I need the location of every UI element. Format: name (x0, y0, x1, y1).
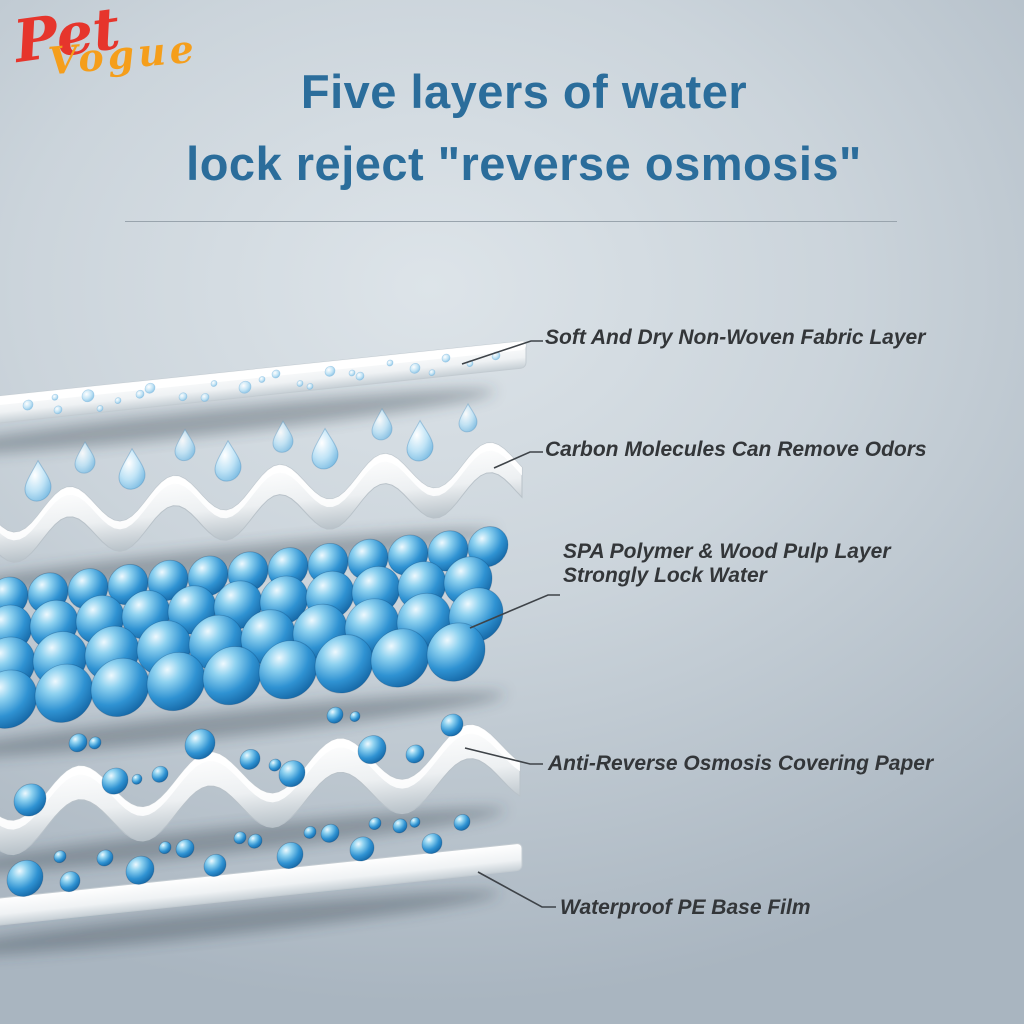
leader-line-2 (493, 451, 543, 469)
layer1-nonwoven-sheet (0, 340, 527, 425)
label-layer-3: SPA Polymer & Wood Pulp Layer Strongly L… (563, 540, 891, 588)
page-title-line1: Five layers of water (300, 65, 748, 118)
leader-line-3 (469, 594, 560, 629)
leader-line-5 (477, 871, 556, 908)
label-layer-4: Anti-Reverse Osmosis Covering Paper (548, 752, 934, 775)
label-layer-3-line1: SPA Polymer & Wood Pulp Layer (563, 540, 891, 563)
label-layer-1: Soft And Dry Non-Woven Fabric Layer (545, 326, 926, 349)
leader-line-1 (461, 340, 543, 365)
label-layer-3-line2: Strongly Lock Water (563, 564, 767, 587)
layer2-carbon-wave (0, 402, 523, 563)
label-layer-5: Waterproof PE Base Film (560, 896, 811, 919)
divider (125, 221, 897, 222)
layer3-polymer-beads (0, 526, 509, 729)
layer4-covering-paper (0, 706, 521, 856)
leader-line-4 (464, 747, 543, 765)
label-layer-2: Carbon Molecules Can Remove Odors (545, 438, 927, 461)
layer-stack (0, 340, 527, 957)
layer5-pe-film (0, 813, 523, 927)
page-title: Five layers of water lock reject "revers… (0, 56, 1024, 200)
page-title-line2: lock reject "reverse osmosis" (186, 137, 862, 190)
